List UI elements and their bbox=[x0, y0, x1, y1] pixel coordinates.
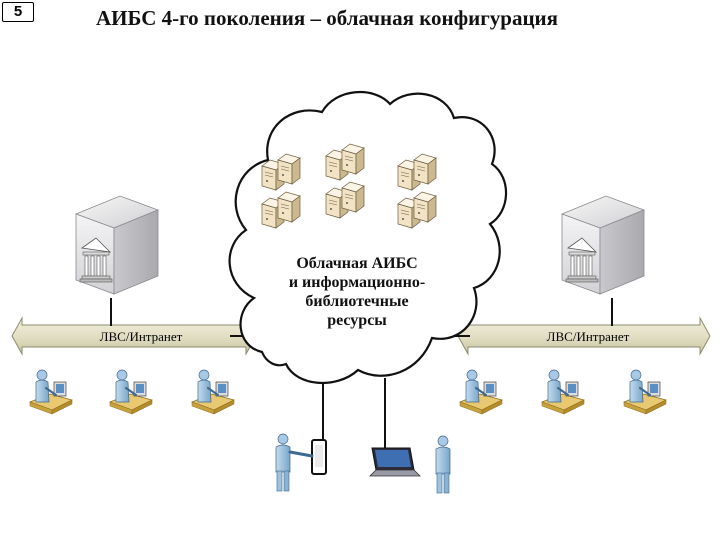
cloud-label: Облачная АИБС и информационно- библиотеч… bbox=[262, 254, 452, 330]
page-title: АИБС 4-го поколения – облачная конфигура… bbox=[96, 6, 559, 30]
workstation-user-icon bbox=[108, 368, 154, 416]
slide-number: 5 bbox=[2, 2, 34, 22]
connection-lines bbox=[110, 298, 613, 448]
network-label-right: ЛВС/Интранет bbox=[546, 329, 630, 344]
cloud-label-line: и информационно- bbox=[288, 274, 426, 291]
cloud-label-line: библиотечные bbox=[305, 293, 409, 310]
library-building-right-icon bbox=[561, 195, 645, 295]
laptop-icon bbox=[369, 447, 421, 477]
workstation-user-icon bbox=[540, 368, 586, 416]
workstation-user-icon bbox=[28, 368, 74, 416]
mobile-user-icon bbox=[275, 433, 327, 492]
network-label-left: ЛВС/Интранет bbox=[99, 329, 183, 344]
workstation-user-icon bbox=[190, 368, 236, 416]
cloud-label-line: Облачная АИБС bbox=[296, 255, 418, 272]
cloud-label-line: ресурсы bbox=[327, 312, 387, 329]
library-building-left-icon bbox=[75, 195, 159, 295]
workstation-user-icon bbox=[458, 368, 504, 416]
standing-user-icon bbox=[435, 435, 451, 494]
workstation-user-icon bbox=[622, 368, 668, 416]
